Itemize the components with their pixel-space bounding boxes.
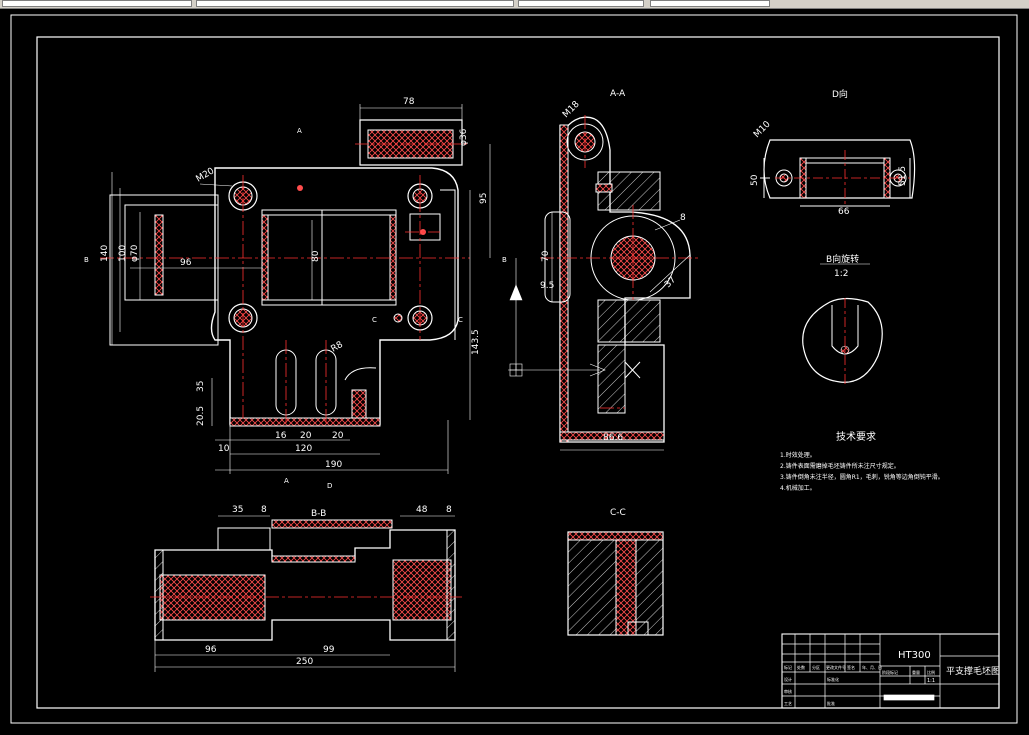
dim-text: 95 [479,193,489,204]
dim-text: 8 [446,505,452,515]
section-markers: A A B B C C D [84,127,507,490]
dim-text: 9.5 [540,281,554,291]
view-b-detail: B向旋转 1:2 [802,253,883,385]
dim-text: 86.6 [603,433,623,443]
view-title-b-detail: B向旋转 [826,253,859,265]
tb-label: 年、月、日 [862,664,882,670]
view-title-aa: A-A [610,89,626,99]
toolbar-field[interactable] [650,0,770,7]
tb-label: 阶段标记 [882,669,898,675]
dim-text: 100 [118,245,128,262]
toolbar-field[interactable] [196,0,514,7]
toolbar-combo[interactable] [2,0,192,7]
sheet-inner-border [36,36,1000,709]
section-mark: A [297,127,302,135]
tech-item: 1.时效处理。 [780,451,816,459]
dim-text: 96 [180,258,192,268]
view-bb [154,519,456,641]
view-bb-texts: B-B 35 8 48 8 96 99 250 [205,505,452,667]
window-toolbar-strip [0,0,1029,9]
dim-text: M10 [752,119,773,140]
section-mark: C [458,316,463,324]
dim-text: 8 [680,213,686,223]
dim-text: 96 [205,645,217,655]
title-block [781,633,1000,709]
dim-text: 80 [311,250,321,262]
sheet-outer-border [10,14,1018,724]
tech-requirements: 技术要求 1.时效处理。 2.铸件表面需磨掉毛坯铸件所未注尺寸规定。 3.铸件倒… [780,430,944,492]
tb-label: 签名 [847,664,855,670]
view-aa-centerlines [540,115,700,409]
dim-text: 99 [323,645,335,655]
view-d-centerlines [775,150,910,205]
view-title-cc: C-C [610,508,626,518]
dim-text: 51.5 [898,166,908,186]
main-dimension-lines [111,104,491,474]
dim-text: 20 [332,431,344,441]
section-mark: B [502,256,507,264]
dim-text: 16 [275,431,287,441]
section-mark: B [84,256,89,264]
tb-label: 标准化 [827,676,839,682]
dim-text: 50 [750,174,760,186]
tb-label: 重量 [912,669,920,675]
dim-text: φ70 [130,244,140,262]
section-mark: D [327,482,332,490]
view-aa-dims [508,212,691,451]
toolbar-field[interactable] [518,0,644,7]
dim-text: 10 [218,444,230,454]
tech-item: 3.铸件倒角未注半径，圆角R1，毛刺，锐角等边角倒钝平滑。 [780,473,944,481]
dim-text: 190 [325,460,342,470]
tech-item: 4.机械加工。 [780,484,816,492]
tb-label: 工艺 [784,701,792,706]
dim-text: 48 [416,505,428,515]
tb-label: 审核 [784,688,792,694]
main-centerlines [100,143,470,424]
dim-text: 8 [261,505,267,515]
view-cc: C-C [567,508,664,636]
dim-text: 250 [296,657,313,667]
view-title-d: D向 [832,88,848,100]
dim-text: φ36 [459,128,469,146]
dim-text: 35 [232,505,243,515]
dim-text: 140 [100,245,110,262]
dim-text: 143.5 [471,329,481,355]
dim-text: 37 [663,275,678,290]
tb-label: 批准 [827,700,835,706]
tb-label: 分区 [812,664,820,670]
dim-text: 20.5 [196,406,206,426]
tb-label: 更改文件号 [826,664,846,670]
dim-text: 66 [838,207,850,217]
tb-label: 处数 [797,664,805,670]
part-name-text: 平支撑毛坯图 [946,665,1000,677]
tb-label: 比例 [927,669,935,675]
view-d [760,139,916,207]
view-title-bb: B-B [311,509,326,519]
dim-text: 78 [403,97,415,107]
title-block-texts: HT300 平支撑毛坯图 标记 处数 分区 更改文件号 签名 年、月、日 阶段标… [784,650,1000,706]
view-scale-b-detail: 1:2 [834,269,848,279]
tech-title: 技术要求 [836,430,876,443]
tb-label: 设计 [784,676,792,682]
tb-label: 标记 [784,664,792,670]
dim-text: 35 [196,381,206,392]
tb-scale-value: 1:1 [927,678,935,684]
section-mark: A [284,477,289,485]
tech-item: 2.铸件表面需磨掉毛坯铸件所未注尺寸规定。 [780,462,900,470]
drawing-canvas[interactable]: 78 φ36 M20 95 140 100 φ70 96 80 143.5 R8… [0,9,1029,731]
dim-text: M18 [561,99,582,120]
dim-text: M20 [195,166,217,184]
section-mark: C [372,316,377,324]
dim-text: 70 [541,250,551,262]
dim-text: 20 [300,431,312,441]
view-bb-dims [154,515,456,672]
cad-drawing: 78 φ36 M20 95 140 100 φ70 96 80 143.5 R8… [10,14,1018,724]
material-text: HT300 [898,650,931,661]
dim-text: 120 [295,444,312,454]
